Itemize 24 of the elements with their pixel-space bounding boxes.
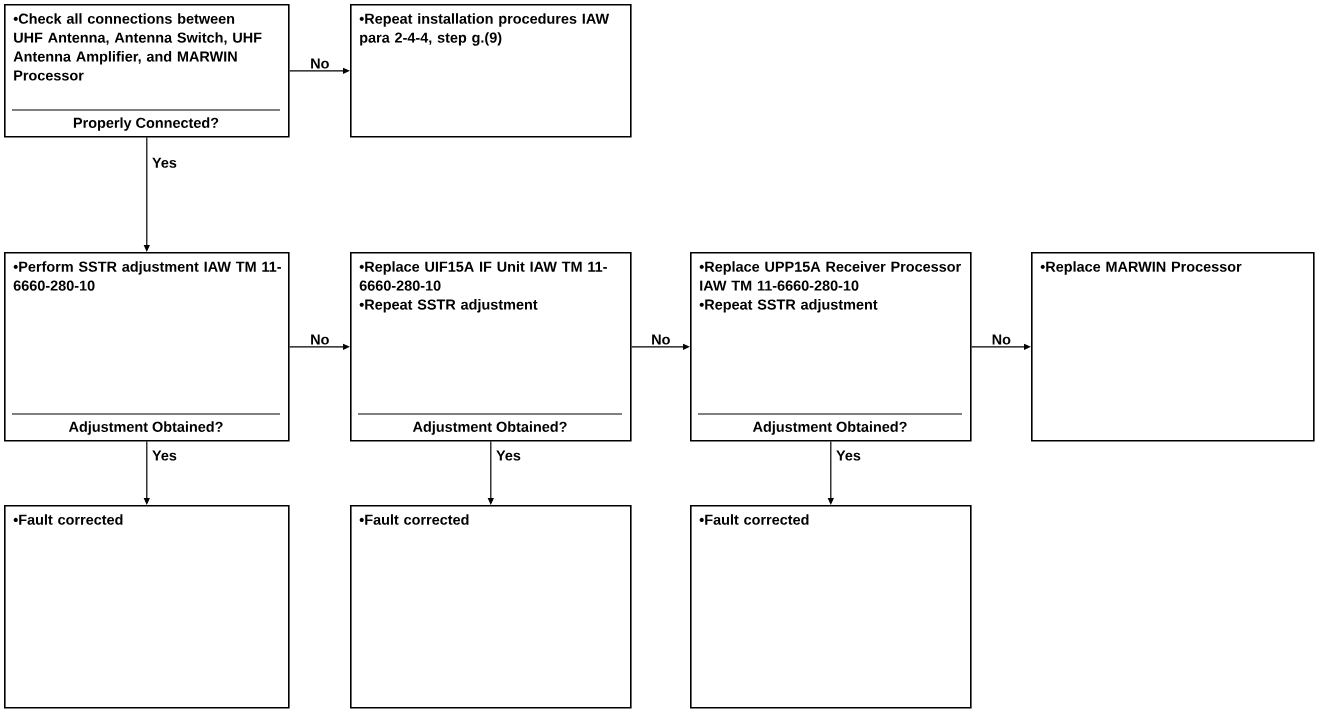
process-box: •Repeat installation procedures IAW para 2-4-4, step g.(9) [350,4,632,138]
decision-box: •Perform SSTR adjustment IAW TM 11-6660-280-10 Adjustment Obtained? [4,252,290,442]
edge-label: Yes [151,449,178,462]
arrow [289,67,350,74]
arrow [631,343,690,350]
decision-box: •Replace UIF15A IF Unit IAW TM 11-6660-280-10 •Repeat SSTR adjustment Adjustment Obtained? [350,252,632,442]
edge-label: No [650,333,672,346]
arrow [487,441,494,505]
arrow [143,137,150,252]
edge-label: No [309,57,331,70]
edge-label: No [990,333,1012,346]
edge-label: No [309,333,331,346]
edge-label: Yes [151,156,178,169]
arrow [971,343,1031,350]
decision-box: •Check all connections between UHF Antenna, Antenna Switch, UHF Antenna Amplifier, and MARWIN Processor Properly Connected? [4,4,290,138]
arrow [143,441,150,505]
process-box: •Fault corrected [350,505,632,709]
decision-box: •Replace UPP15A Receiver Processor IAW TM 11-6660-280-10 •Repeat SSTR adjustment Adjustment Obtained? [690,252,972,442]
process-box: •Fault corrected [690,505,972,709]
process-box: •Replace MARWIN Processor [1031,252,1315,442]
process-box: •Fault corrected [4,505,290,709]
edge-label: Yes [495,449,522,462]
edge-label: Yes [835,449,862,462]
arrow [289,343,350,350]
